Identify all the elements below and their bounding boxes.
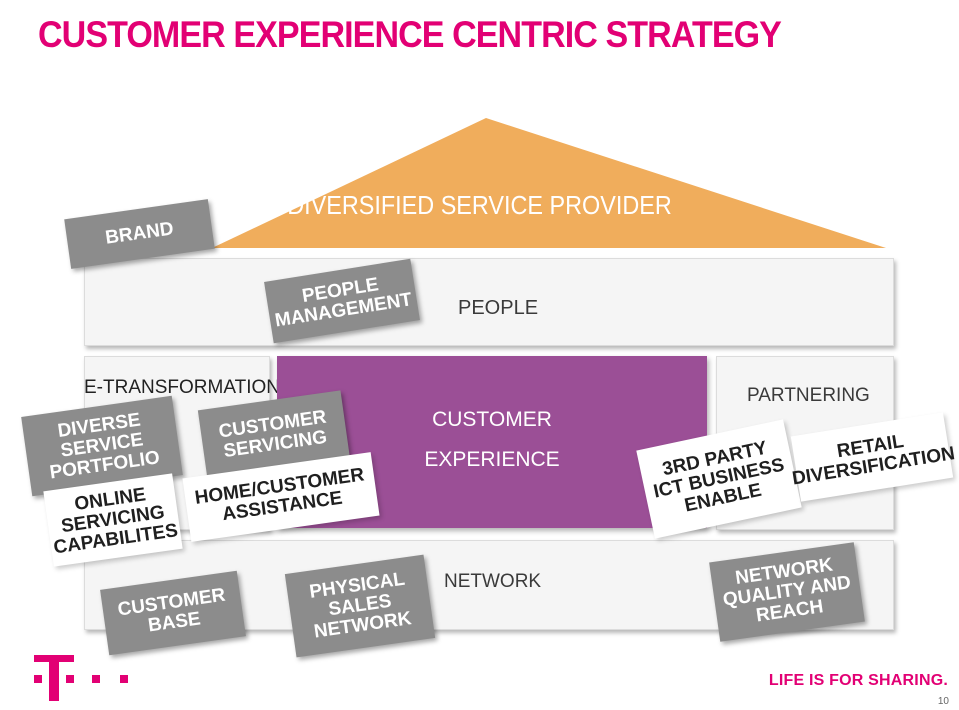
people-band <box>84 258 894 346</box>
partnering-label: PARTNERING <box>747 385 870 406</box>
roof-shape <box>212 118 886 248</box>
center-line-2: EXPERIENCE <box>424 448 560 471</box>
page-number: 10 <box>937 696 949 707</box>
e-transformation-label: E-TRANSFORMATION <box>84 377 280 398</box>
page-title: CUSTOMER EXPERIENCE CENTRIC STRATEGY <box>38 14 782 55</box>
physical-sales-tag: PHYSICAL SALES NETWORK <box>284 554 436 658</box>
roof-label: DIVERSIFIED SERVICE PROVIDER <box>287 190 672 220</box>
slogan: LIFE IS FOR SHARING. <box>768 672 948 689</box>
people-label: PEOPLE <box>458 297 539 319</box>
telekom-logo-icon <box>34 655 128 701</box>
network-label: NETWORK <box>444 571 542 592</box>
brand-tag-text: BRAND <box>103 218 175 249</box>
center-line-1: CUSTOMER <box>432 408 552 431</box>
